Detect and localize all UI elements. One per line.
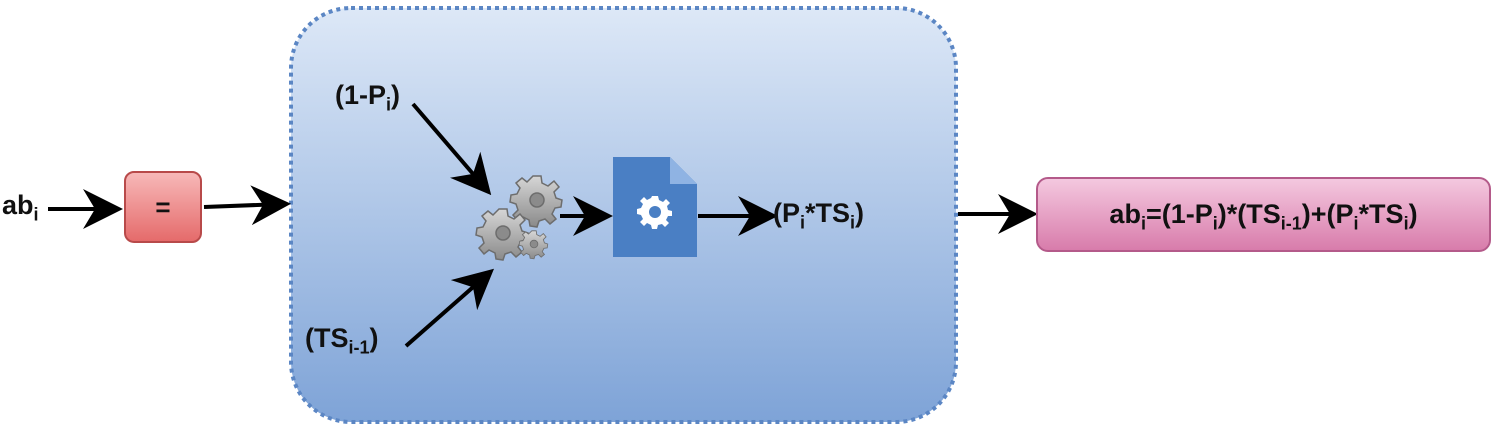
arrow-TS-to-gears <box>404 268 495 348</box>
input-1-minus-p: (1-Pi) <box>335 80 401 115</box>
input-label: abi <box>2 190 39 225</box>
result-formula: abi=(1-Pi)*(TSi-1)+(Pi*TSi) <box>1109 199 1418 234</box>
result-formula-box: abi=(1-Pi)*(TSi-1)+(Pi*TSi) <box>1036 177 1491 252</box>
gears-icon <box>475 175 563 261</box>
input-ts-prev: (TSi-1) <box>305 323 379 358</box>
equals-block: = <box>124 171 202 243</box>
output-p-ts: (Pi*TSi) <box>773 198 865 233</box>
arrow-equals-to-process <box>203 185 291 226</box>
equals-label: = <box>155 191 171 222</box>
settings-document-icon <box>613 157 697 257</box>
arrow-1minusP-to-gears <box>411 102 492 196</box>
